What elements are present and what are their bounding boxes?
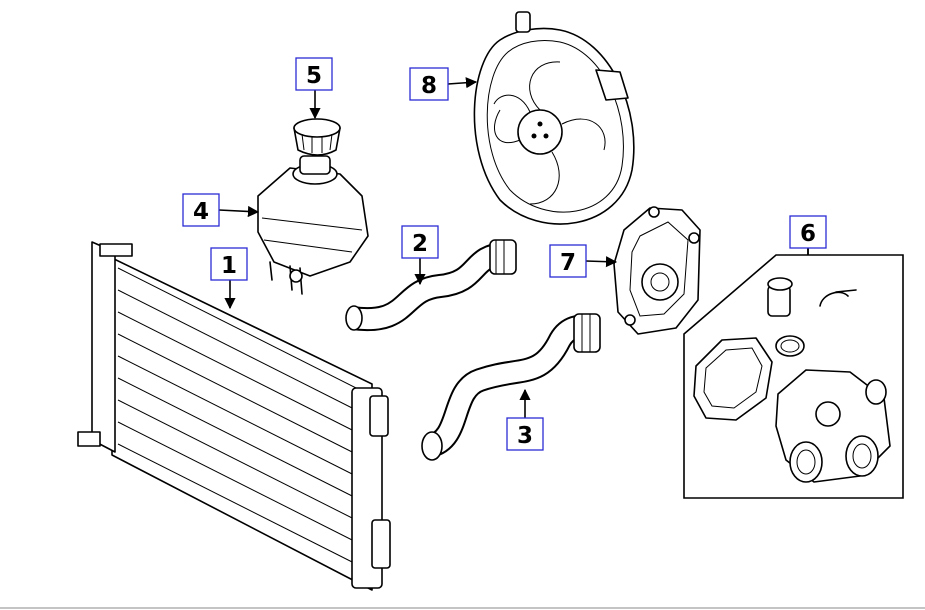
callout-box	[182, 193, 220, 227]
callout-5: 5	[295, 57, 333, 91]
callout-1: 1	[210, 247, 248, 281]
lower-hose-drawing	[421, 313, 601, 461]
callout-box	[549, 244, 587, 278]
upper-hose-drawing	[345, 239, 517, 332]
callout-number: 2	[412, 231, 428, 257]
callout-box	[295, 57, 333, 91]
callout-box	[789, 215, 827, 249]
callout-number: 3	[517, 423, 533, 449]
callout-7: 7	[549, 244, 587, 278]
callout-number: 6	[800, 221, 816, 247]
callout-number: 5	[306, 63, 322, 89]
callout-box	[506, 417, 544, 451]
cooling-fan-drawing	[473, 11, 635, 225]
thermostat-kit-drawing	[683, 248, 904, 499]
callout-6: 6	[789, 215, 827, 249]
leader-lines	[218, 77, 809, 418]
thermostat-housing-drawing	[613, 206, 701, 335]
callout-2: 2	[401, 225, 439, 259]
callout-8: 8	[409, 67, 449, 101]
callout-number: 1	[221, 253, 237, 279]
callout-box	[409, 67, 449, 101]
callout-box	[210, 247, 248, 281]
callout-box	[401, 225, 439, 259]
radiator-drawing	[77, 241, 391, 591]
callout-number: 4	[193, 199, 209, 225]
callout-3: 3	[506, 417, 544, 451]
callout-number: 8	[421, 73, 437, 99]
tank-cap-drawing	[293, 118, 341, 156]
expansion-tank-drawing	[257, 155, 369, 295]
callout-4: 4	[182, 193, 220, 227]
callout-number: 7	[560, 250, 576, 276]
